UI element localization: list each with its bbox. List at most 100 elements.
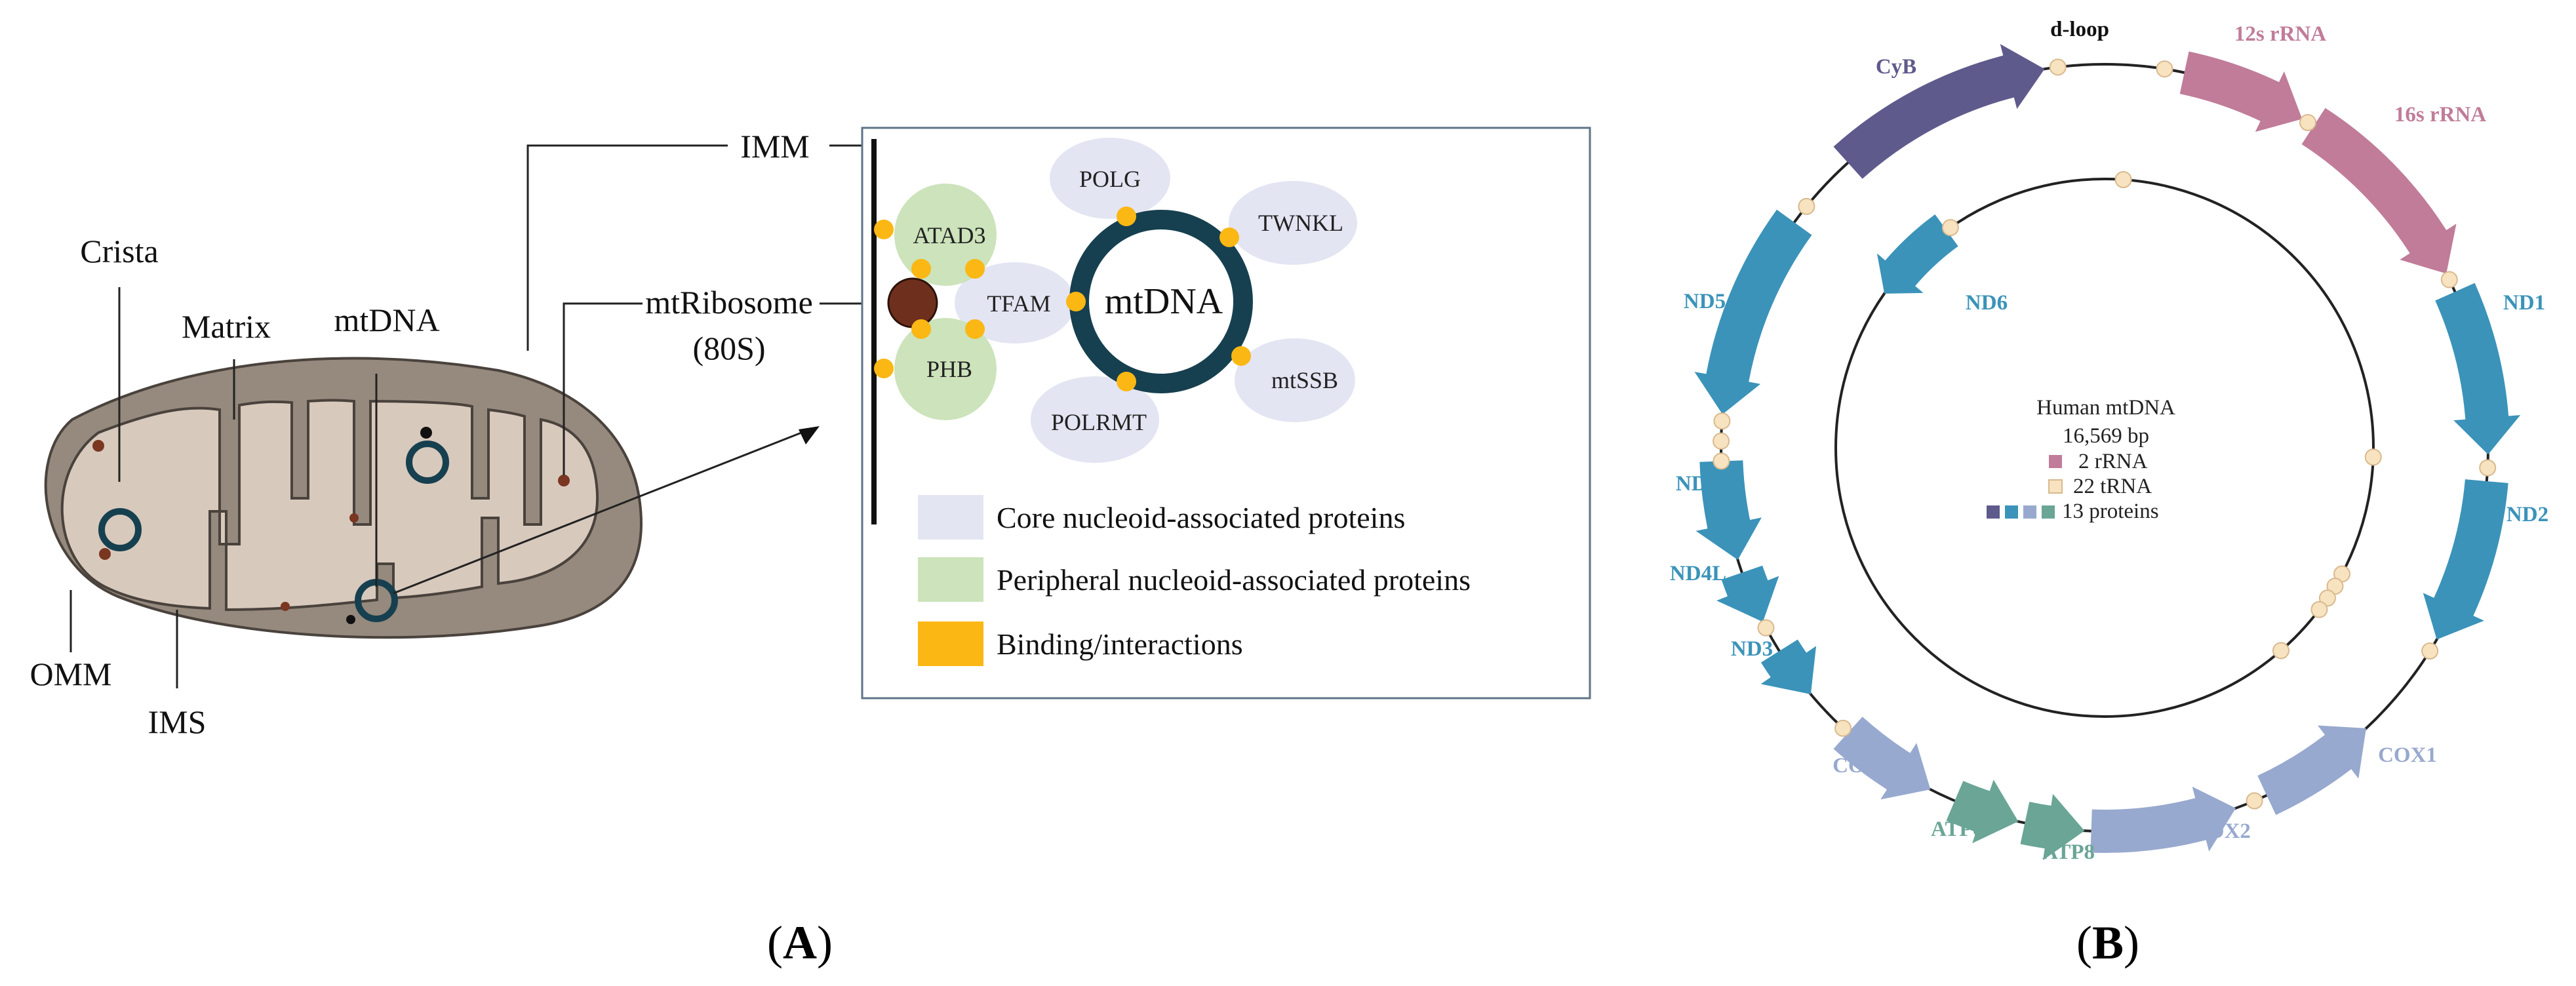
ribosome xyxy=(887,277,938,328)
legend-swatch-peripheral xyxy=(918,557,983,602)
inset-legend: Core nucleoid-associated proteins Periph… xyxy=(918,495,1471,666)
arrow-head xyxy=(799,426,820,444)
mtdna-ring xyxy=(406,441,449,484)
panel-label-b: (B) xyxy=(2076,917,2139,969)
matrix-particle xyxy=(349,513,359,523)
trna-dot xyxy=(2479,459,2497,477)
label-mtribosome-size: (80S) xyxy=(692,330,765,366)
protein-phb xyxy=(894,318,997,420)
label-mtribosome: mtRibosome xyxy=(645,284,813,321)
legend-peripheral-text: Peripheral nucleoid-associated proteins xyxy=(997,563,1471,597)
gene-label-16s: 16s rRNA xyxy=(2394,103,2486,127)
trna-dot xyxy=(1757,619,1775,637)
mtdna-map xyxy=(1694,44,2521,861)
trna-dot xyxy=(2326,578,2344,595)
protein-polg xyxy=(1050,138,1170,219)
binding-dots xyxy=(874,207,1251,391)
gene-label-nd4l: ND4L xyxy=(1670,562,1726,585)
gene-label-atp6: ATP6 xyxy=(1931,818,1983,841)
center-rrna: 2 rRNA xyxy=(2078,450,2148,473)
center-proteins: 13 proteins xyxy=(2062,500,2159,523)
trna-dot xyxy=(2421,642,2439,660)
gene-label-nd6: ND6 xyxy=(1966,291,2008,315)
trna-dot xyxy=(1713,432,1730,450)
gene-arrows xyxy=(1694,44,2521,861)
gene-label-cyb: CyB xyxy=(1876,55,1916,79)
gene-labels: d-loop 12s rRNA 16s rRNA ND1 ND2 COX1 CO… xyxy=(1670,18,2548,864)
matrix-compartment xyxy=(60,399,599,612)
trna-dot xyxy=(2114,170,2132,188)
trna-dot xyxy=(2156,60,2173,78)
gene-label-cox3: COX3 xyxy=(1833,754,1892,778)
gene-label-nd4: ND4 xyxy=(1676,472,1718,496)
gene-arrow-16s xyxy=(2301,108,2457,274)
legend-swatch-binding xyxy=(918,621,983,666)
label-crista: Crista xyxy=(80,233,158,269)
gene-label-nd3: ND3 xyxy=(1731,637,1773,661)
gene-label-cox1: COX1 xyxy=(2378,743,2437,767)
label-mtssb: mtSSB xyxy=(1271,367,1338,393)
gene-arrow-cyb xyxy=(1833,44,2045,179)
legend-swatch-core xyxy=(918,495,983,540)
swatch-atp xyxy=(2042,505,2055,519)
legend-binding-text: Binding/interactions xyxy=(997,627,1243,661)
label-imm: IMM xyxy=(740,128,810,165)
label-matrix: Matrix xyxy=(182,308,271,345)
swatch-complex1 xyxy=(2005,505,2018,519)
matrix-particle xyxy=(558,475,570,486)
mtdna-ring xyxy=(98,508,142,551)
center-size: 16,569 bp xyxy=(2063,424,2149,448)
gene-label-atp8: ATP8 xyxy=(2042,840,2095,864)
gene-arrow-cox1 xyxy=(2257,725,2366,816)
inner-strand xyxy=(1834,178,2375,718)
protein-tfam xyxy=(955,262,1075,344)
swatch-complex4 xyxy=(2023,505,2036,519)
gene-arrow-nd3 xyxy=(1760,639,1817,695)
label-polrmt: POLRMT xyxy=(1051,409,1147,435)
gene-label-dloop: d-loop xyxy=(2050,18,2109,41)
label-tfam: TFAM xyxy=(987,290,1050,317)
map-center-legend: Human mtDNA 16,569 bp 2 rRNA 22 tRNA 13 … xyxy=(1987,396,2175,523)
gene-label-nd5: ND5 xyxy=(1684,290,1726,313)
panel-label-a: (A) xyxy=(767,917,833,969)
label-ims: IMS xyxy=(148,703,207,740)
gene-arrow-nd4 xyxy=(1695,460,1762,561)
matrix-particle xyxy=(346,615,355,624)
matrix-particle xyxy=(420,427,432,439)
trna-dot xyxy=(1713,412,1731,430)
nucleoid-inset: POLG TWNKL ATAD3 TFAM PHB POLRMT mtSSB m… xyxy=(861,127,1591,700)
protein-mtssb xyxy=(1235,338,1355,422)
trna-dot xyxy=(2299,113,2317,131)
leader-lines xyxy=(69,144,879,688)
label-omm: OMM xyxy=(30,656,111,692)
label-inset-mtdna: mtDNA xyxy=(1105,281,1223,322)
matrix-particle xyxy=(281,602,290,611)
label-polg: POLG xyxy=(1079,166,1141,192)
center-title: Human mtDNA xyxy=(2036,396,2175,420)
protein-twnkl xyxy=(1229,181,1357,265)
trna-dot xyxy=(2272,642,2289,660)
trna-dot xyxy=(1798,197,1815,215)
center-trna: 22 tRNA xyxy=(2073,475,2152,498)
trna-dot xyxy=(2246,792,2263,810)
trna-dot xyxy=(2440,271,2458,288)
matrix-particle xyxy=(99,548,111,560)
gene-label-cox2: COX2 xyxy=(2192,819,2251,843)
gene-label-12s: 12s rRNA xyxy=(2234,22,2326,46)
gene-label-nd2: ND2 xyxy=(2507,503,2548,526)
trna-dot xyxy=(2364,448,2382,466)
legend-core-text: Core nucleoid-associated proteins xyxy=(997,501,1405,534)
label-phb: PHB xyxy=(926,356,972,382)
gene-arrow-nd6 xyxy=(1876,214,1958,294)
label-twnkl: TWNKL xyxy=(1258,210,1343,236)
trna-dot xyxy=(2310,601,2328,618)
gene-arrow-atp6 xyxy=(1946,779,2019,844)
trna-dot xyxy=(1834,719,1852,737)
gene-label-nd1: ND1 xyxy=(2503,291,2545,315)
label-atad3: ATAD3 xyxy=(913,222,985,248)
trna-dot xyxy=(2049,58,2067,76)
gene-arrow-cox3 xyxy=(1833,717,1931,800)
swatch-trna xyxy=(2048,479,2063,494)
gene-arrow-cox2 xyxy=(2090,786,2236,853)
